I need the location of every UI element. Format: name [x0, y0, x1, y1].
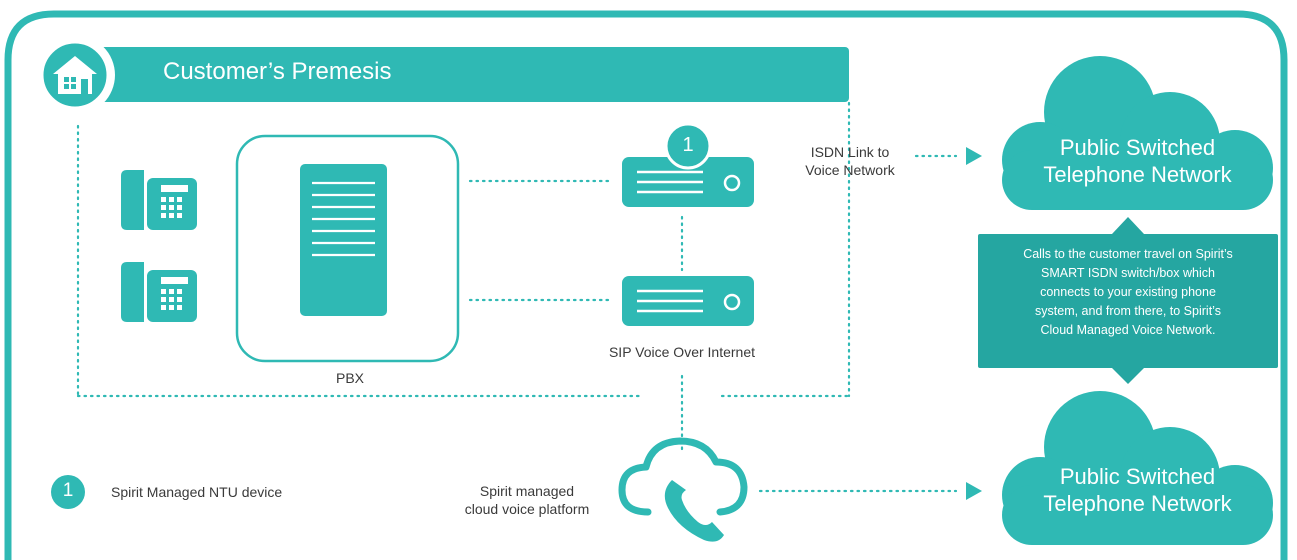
desk-phone-icon: [121, 170, 197, 230]
info-callout-box: [978, 217, 1278, 384]
ntu-number-badge: [664, 122, 712, 170]
pstn-top-label: Public Switched Telephone Network: [1005, 134, 1270, 188]
pstn-top-line-2: Telephone Network: [1043, 162, 1232, 187]
connection-lines: [468, 154, 958, 493]
info-callout-text: Calls to the customer travel on Spirit’s…: [984, 245, 1272, 340]
arrow-to-pstn-top: [966, 147, 982, 165]
info-line-4: system, and from there, to Spirit’s: [1035, 304, 1221, 318]
sip-label: SIP Voice Over Internet: [608, 344, 756, 360]
arrow-to-pstn-bottom: [966, 482, 982, 500]
cloud-platform-label: Spirit managed cloud voice platform: [452, 482, 602, 518]
legend-number: 1: [62, 480, 74, 501]
page-title: Customer’s Premesis: [163, 58, 392, 85]
isdn-line-2: Voice Network: [805, 162, 895, 178]
ntu-badge-number: 1: [682, 134, 694, 156]
info-line-3: connects to your existing phone: [1040, 285, 1216, 299]
info-line-5: Cloud Managed Voice Network.: [1040, 323, 1216, 337]
pbx-label: PBX: [335, 370, 364, 386]
legend-number-badge: [51, 475, 85, 509]
info-line-1: Calls to the customer travel on Spirit’s: [1023, 247, 1233, 261]
pstn-top-cloud: [1002, 56, 1273, 210]
isdn-link-label: ISDN Link to Voice Network: [790, 143, 910, 179]
cloud-platform-line-1: Spirit managed: [479, 483, 575, 499]
house-icon: [53, 56, 97, 94]
legend-label: Spirit Managed NTU device: [111, 484, 283, 500]
pstn-bottom-label: Public Switched Telephone Network: [1005, 463, 1270, 517]
desk-phone-icon: [121, 262, 197, 322]
server-icon: [300, 164, 387, 316]
pstn-top-line-1: Public Switched: [1059, 135, 1216, 160]
pstn-bottom-cloud: [1002, 391, 1273, 545]
ntu-device-icon: [622, 276, 754, 326]
pstn-bottom-line-1: Public Switched: [1059, 464, 1216, 489]
cloud-platform-line-2: cloud voice platform: [464, 501, 590, 517]
isdn-line-1: ISDN Link to: [810, 144, 890, 160]
info-line-2: SMART ISDN switch/box which: [1041, 266, 1215, 280]
header-bar: [78, 47, 849, 102]
premises-boundary: [76, 101, 851, 398]
pbx-box: [235, 134, 460, 363]
cloud-phone-icon: [618, 437, 748, 542]
pstn-bottom-line-2: Telephone Network: [1043, 491, 1232, 516]
outer-frame: [4, 10, 1288, 560]
ntu-device-icon: [622, 157, 754, 207]
